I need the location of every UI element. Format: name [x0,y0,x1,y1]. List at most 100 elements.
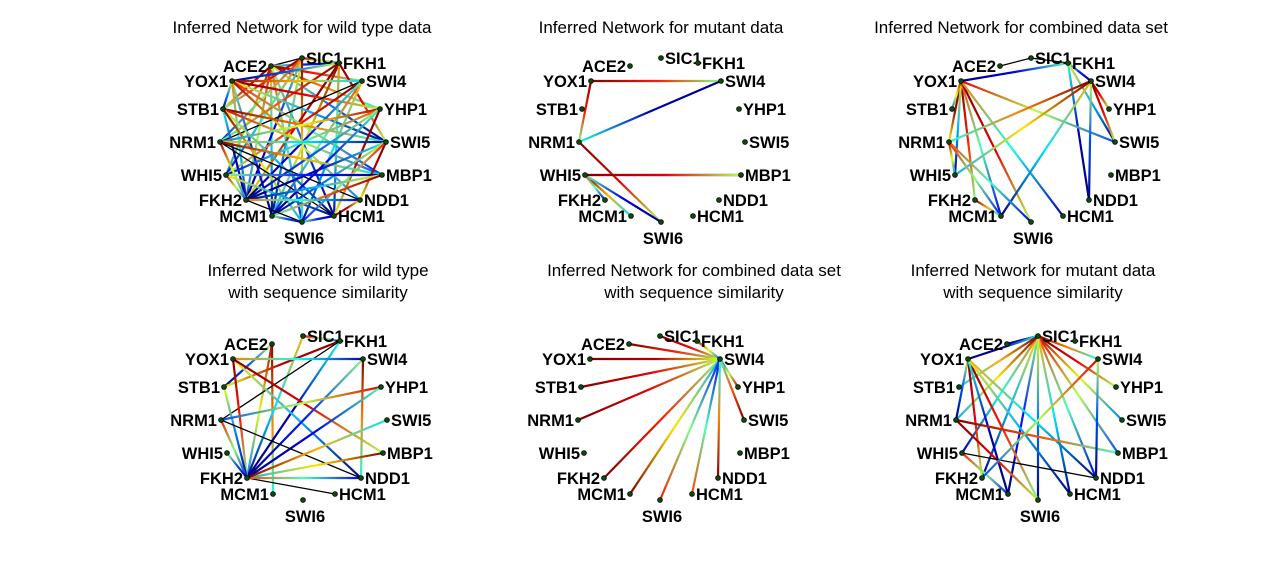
network-edge [245,173,383,202]
node-label: SWI5 [1126,412,1166,430]
node-marker [218,417,224,423]
network-edge [219,80,363,143]
panel-title-line: with sequence similarity [227,283,408,302]
node-label: ACE2 [224,336,268,354]
node-label: SIC1 [665,50,702,68]
network-edge [220,419,362,479]
node-label: MBP1 [387,445,433,463]
network-edge [219,419,249,479]
network-edge [947,141,957,176]
node-marker [956,384,962,390]
network-edge [301,214,335,224]
node-marker [1106,106,1112,112]
node-label: NRM1 [905,412,952,430]
node-label: YHP1 [1113,101,1156,119]
node-label: YOX1 [543,73,587,91]
network-edge [577,357,721,422]
node-label: HCM1 [339,486,386,504]
node-marker [1035,333,1041,339]
network-edge [948,79,1092,144]
network-edge [222,386,249,479]
network-edge [230,80,248,201]
node-marker [715,475,721,481]
node-label: NDD1 [1100,470,1145,488]
network-edge [696,340,721,360]
node-marker [738,172,744,178]
network-edge [219,141,335,217]
node-marker [626,341,632,347]
node-label: SIC1 [664,328,701,346]
node-label: SWI5 [748,412,788,430]
node-marker [383,139,389,145]
node-label: FKH2 [557,470,600,488]
network-edge [577,80,593,143]
node-label: STB1 [535,379,577,397]
node-label: SIC1 [306,50,343,68]
network-edge [245,108,381,201]
panel-title-line: with sequence similarity [942,283,1123,302]
network-edge [1066,62,1091,201]
network-edge [222,108,303,223]
network-edge [333,199,361,217]
node-label: STB1 [178,379,220,397]
node-label: FKH2 [935,470,978,488]
network-edge [246,418,388,480]
network-edge [301,56,340,65]
network-edge [1087,80,1093,201]
network-edge [271,214,303,224]
node-marker [1113,384,1119,390]
panel-title-line: Inferred Network for combined data set [874,18,1168,37]
network-edge [220,385,382,422]
node-marker [959,450,965,456]
node-marker [217,139,223,145]
node-marker [581,450,587,456]
network-edge [584,174,606,201]
node-marker [965,356,971,362]
network-edge [954,80,1092,176]
node-marker [689,491,695,497]
network-edge [690,358,722,495]
node-label: MCM1 [577,486,626,504]
node-label: SWI4 [725,73,766,91]
network-edge [246,451,384,480]
network-edge [270,61,340,68]
node-marker [627,63,633,69]
node-label: WHI5 [181,167,222,185]
network-edge [1036,335,1072,495]
node-label: YOX1 [913,73,957,91]
node-label: MCM1 [948,208,997,226]
node-marker [602,197,608,203]
node-label: MBP1 [745,167,791,185]
node-marker [380,450,386,456]
network-edge [358,141,388,201]
node-label: SWI6 [285,508,325,526]
node-label: NDD1 [722,470,767,488]
node-label: SWI4 [366,73,407,91]
node-marker [299,55,305,61]
node-label: MBP1 [386,167,432,185]
network-edge [958,335,1039,388]
node-label: NDD1 [364,192,409,210]
node-label: SWI6 [1020,508,1060,526]
network-edge [1067,62,1092,82]
node-label: MBP1 [744,445,790,463]
network-edge [270,57,303,67]
node-marker [1060,213,1066,219]
node-label: FKH2 [199,192,242,210]
node-marker [998,213,1004,219]
node-marker [601,475,607,481]
node-label: MCM1 [578,208,627,226]
node-marker [269,213,275,219]
node-label: MCM1 [219,208,268,226]
network-edge [959,80,1003,217]
node-label: FKH1 [702,55,745,73]
panel-title-line: Inferred Network for wild type [207,261,428,280]
node-label: ACE2 [223,58,267,76]
node-marker [229,78,235,84]
network-edge [226,452,248,479]
node-marker [359,78,365,84]
network-edge [603,358,721,479]
network-edge [584,174,662,223]
node-label: FKH2 [200,470,243,488]
